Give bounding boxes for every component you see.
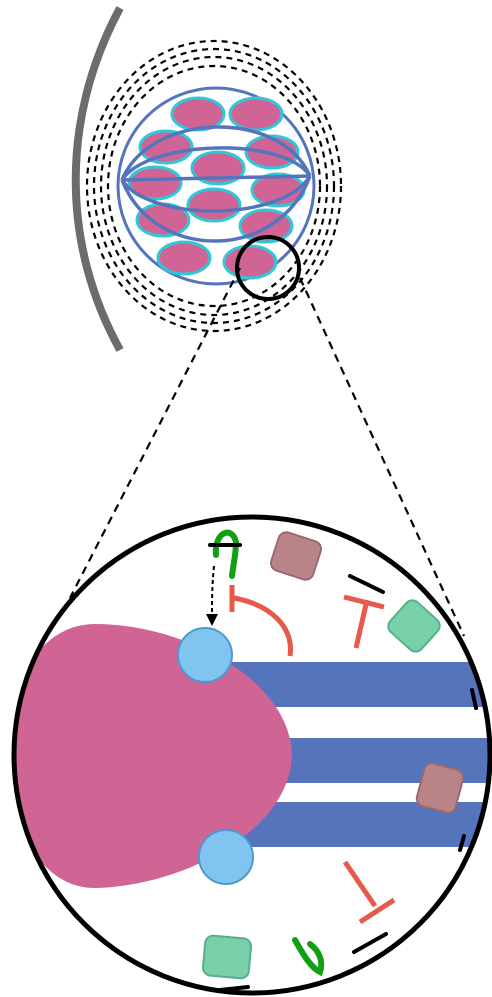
kinetochore-lower xyxy=(199,830,253,884)
protein-teal-bottom xyxy=(202,935,251,979)
kinetochore-upper xyxy=(178,628,232,682)
magnified-view xyxy=(5,517,492,993)
cell-membrane-arc xyxy=(76,8,120,350)
cell-overview xyxy=(76,8,341,350)
spindle-sphere xyxy=(118,88,314,284)
